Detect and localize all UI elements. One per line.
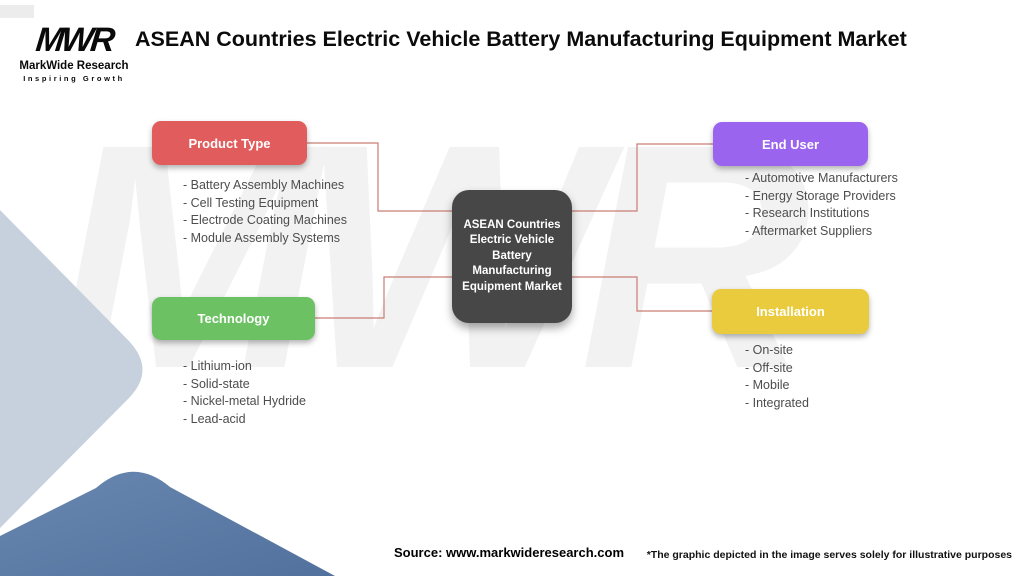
list-item: - On-site — [745, 343, 793, 357]
page-title: ASEAN Countries Electric Vehicle Battery… — [135, 27, 907, 51]
center-node-line: ASEAN Countries — [463, 218, 561, 231]
logo-mark-mwr: MWR — [34, 21, 115, 59]
list-item: - Module Assembly Systems — [183, 230, 340, 245]
disclaimer-note: *The graphic depicted in the image serve… — [646, 549, 1012, 561]
center-node-market: ASEAN Countries Electric Vehicle Battery… — [452, 190, 572, 323]
item-list-end-user: - Automotive Manufacturers - Energy Stor… — [745, 170, 898, 240]
category-label: Installation — [756, 304, 825, 319]
center-node-line: Battery — [492, 249, 532, 262]
category-label: End User — [761, 136, 820, 152]
list-item: - Automotive Manufacturers — [745, 171, 898, 185]
list-item: - Solid-state — [183, 376, 250, 391]
diamond-dark-shape — [0, 471, 335, 576]
list-item: - Energy Storage Providers — [745, 188, 896, 203]
list-item: - Aftermarket Suppliers — [745, 223, 873, 238]
top-left-corner-rect — [0, 5, 34, 18]
category-box-technology: Technology — [152, 297, 315, 340]
category-box-installation: Installation — [712, 289, 869, 334]
center-node-line: Equipment Market — [462, 280, 562, 293]
list-item: - Lead-acid — [183, 411, 246, 426]
list-item: - Integrated — [745, 395, 809, 410]
list-item: - Electrode Coating Machines — [183, 213, 347, 227]
list-item: - Battery Assembly Machines — [183, 178, 345, 192]
category-box-product-type: Product Type — [152, 121, 307, 165]
center-node-line: Electric Vehicle — [469, 234, 555, 247]
list-item: - Cell Testing Equipment — [183, 195, 319, 210]
logo-tagline: Inspiring Growth — [23, 74, 125, 84]
list-item: - Research Institutions — [745, 206, 870, 220]
list-item: - Lithium-ion — [183, 359, 252, 373]
logo-name: MarkWide Research — [19, 60, 129, 73]
category-box-end-user: End User — [713, 122, 868, 166]
list-item: - Mobile — [745, 378, 790, 392]
item-list-product-type: - Battery Assembly Machines - Cell Testi… — [183, 177, 347, 247]
list-item: - Off-site — [745, 360, 793, 375]
source-note: Source: www.markwideresearch.com — [394, 545, 625, 560]
markwide-logo: MWR MarkWide Research Inspiring Growth — [18, 21, 130, 84]
category-label: Product Type — [188, 135, 271, 151]
item-list-installation: - On-site - Off-site - Mobile - Integrat… — [745, 342, 809, 412]
item-list-technology: - Lithium-ion - Solid-state - Nickel-met… — [183, 358, 306, 428]
category-label: Technology — [197, 311, 270, 326]
center-node-line: Manufacturing — [472, 265, 552, 278]
diamond-light-shape — [0, 210, 143, 528]
list-item: - Nickel-metal Hydride — [183, 394, 306, 408]
